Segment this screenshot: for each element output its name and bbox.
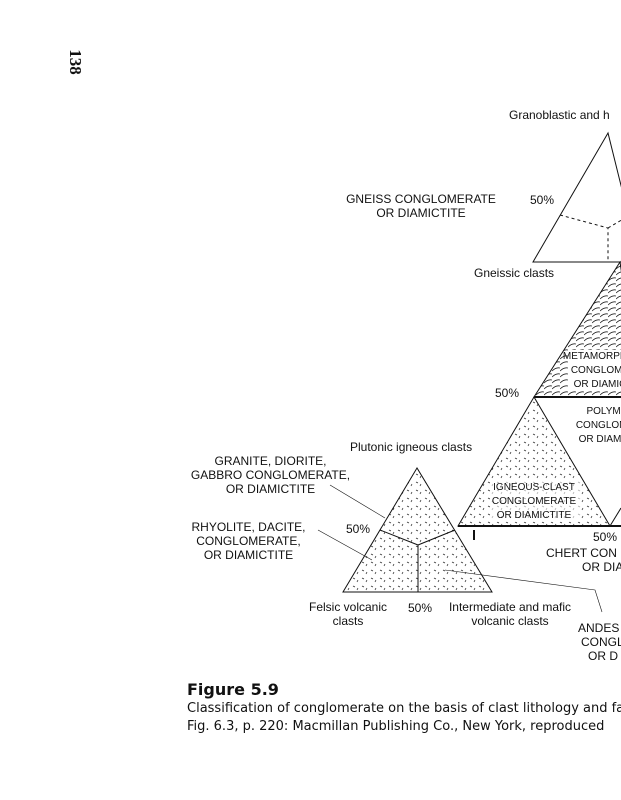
- label-50pct-bottom: 50%: [408, 601, 433, 615]
- label-plutonic: Plutonic igneous clasts: [350, 440, 473, 454]
- label-50pct-meta: 50%: [495, 386, 520, 400]
- label-gneissic-clasts: Gneissic clasts: [474, 266, 555, 280]
- label-granite: GRANITE, DIORITE,GABBRO CONGLOMERATE,OR …: [190, 454, 351, 496]
- label-50pct-left: 50%: [346, 522, 371, 536]
- label-rhyolite: RHYOLITE, DACITE,CONGLOMERATE,OR DIAMICT…: [191, 520, 306, 562]
- figure-title: Figure 5.9: [187, 680, 279, 699]
- leader-lines: [317, 484, 603, 613]
- label-polymict: POLYMICONGLOMEOR DIAMIC: [575, 406, 621, 445]
- label-50pct-top: 50%: [530, 193, 555, 207]
- label-50pct-chert: 50%: [593, 530, 618, 544]
- caption-line-2: Fig. 6.3, p. 220: Macmillan Publishing C…: [187, 719, 605, 734]
- gneiss-triangle: [532, 131, 621, 263]
- gneiss-triangle-divisions: [559, 214, 621, 262]
- plutonic-triangle-divisions: [379, 529, 456, 592]
- label-metamorphic: METAMORPHICCONGLOMEOR DIAMIC: [562, 351, 621, 390]
- label-granoblastic: Granoblastic and h: [509, 108, 610, 122]
- caption-line-1: Classification of conglomerate on the ba…: [187, 701, 621, 716]
